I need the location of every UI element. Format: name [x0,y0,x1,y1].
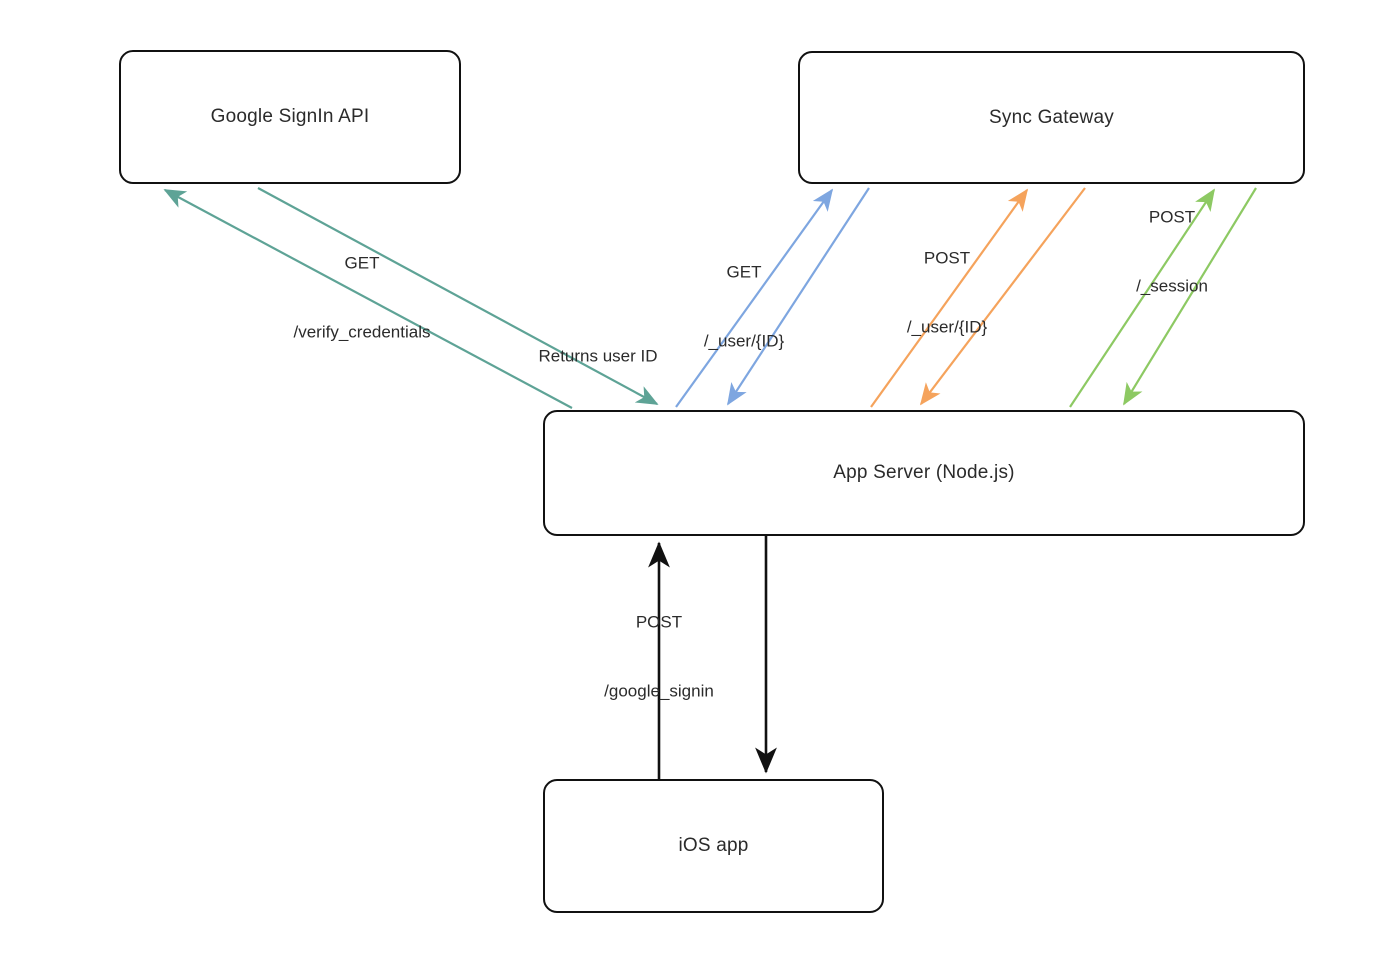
node-ios-app[interactable]: iOS app [543,779,884,913]
node-sync-gateway[interactable]: Sync Gateway [798,51,1305,184]
edge-post-session-response [1123,187,1257,406]
node-google-signin-api[interactable]: Google SignIn API [119,50,461,184]
node-ios-app-label: iOS app [678,835,749,856]
edge-get-user-request [675,188,834,408]
edge-post-session-request [1069,188,1215,408]
edge-get-user-response [727,187,870,406]
edge-post-user-response [919,187,1086,406]
edge-post-user-request [870,188,1029,408]
node-google-signin-api-label: Google SignIn API [210,106,370,127]
node-sync-gateway-label: Sync Gateway [989,106,1114,128]
node-app-server-label: App Server (Node.js) [833,462,1015,483]
edge-verify-credentials [163,189,573,409]
node-app-server[interactable]: App Server (Node.js) [543,410,1305,536]
edge-returns-user-id [257,187,659,405]
